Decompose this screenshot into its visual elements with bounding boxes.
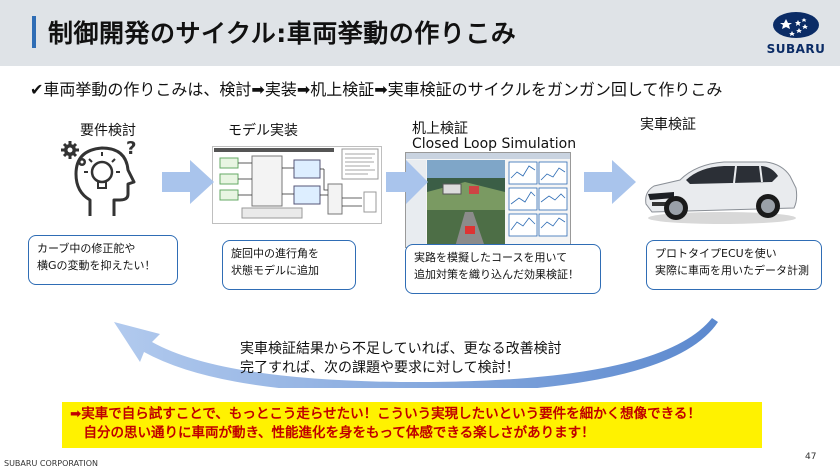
callout-simulation: 実路を模擬したコースを用いて 追加対策を織り込んだ効果検証！ xyxy=(405,244,601,294)
flow-arrow-2 xyxy=(386,160,428,204)
callout-line: 追加対策を織り込んだ効果検証！ xyxy=(414,268,579,281)
return-line: 完了すれば、次の課題や要求に対して検討！ xyxy=(240,360,520,376)
banner-line: 自分の思い通りに車両が動き、性能進化を身をもって体感できる楽しさがあります！ xyxy=(70,425,595,441)
callout-model: 旋回中の進行角を 状態モデルに追加 xyxy=(222,240,356,290)
logo-text: SUBARU xyxy=(766,42,826,56)
subaru-stars-icon xyxy=(773,12,819,38)
callout-line: プロトタイプECUを使い xyxy=(655,247,777,260)
stage-label-model: モデル実装 xyxy=(228,123,298,139)
subaru-logo: SUBARU xyxy=(758,10,834,60)
page-number: 47 xyxy=(805,452,817,462)
title-accent-bar xyxy=(32,16,36,48)
callout-requirements: カーブ中の修正舵や 横Gの変動を抑えたい！ xyxy=(28,235,178,285)
stage-label-requirements: 要件検討 xyxy=(80,123,136,139)
callout-line: 旋回中の進行角を xyxy=(231,247,319,260)
title-bar: 制御開発のサイクル:車両挙動の作りこみ SUBARU xyxy=(0,0,840,66)
callout-vehicle: プロトタイプECUを使い 実際に車両を用いたデータ計測 xyxy=(646,240,822,290)
svg-text:?: ? xyxy=(126,138,136,159)
page-title: 制御開発のサイクル:車両挙動の作りこみ xyxy=(48,19,517,48)
simulation-screenshot-image xyxy=(405,152,571,248)
callout-line: 実際に車両を用いたデータ計測 xyxy=(655,264,809,277)
head-lightbulb-gears-icon: ? xyxy=(60,138,148,220)
station-wagon-car-photo xyxy=(640,152,800,226)
callout-line: 状態モデルに追加 xyxy=(231,264,319,277)
callout-line: カーブ中の修正舵や xyxy=(37,242,136,255)
subheading: ✔車両挙動の作りこみは、検討➡実装➡机上検証➡実車検証のサイクルをガンガン回して… xyxy=(30,80,723,99)
callout-line: 実路を模擬したコースを用いて xyxy=(414,251,568,264)
highlight-banner: ➡実車で自ら試すことで、もっとこう走らせたい！こういう実現したいという要件を細か… xyxy=(62,402,762,448)
callout-line: 横Gの変動を抑えたい！ xyxy=(37,259,156,272)
flow-arrow-1 xyxy=(162,160,214,204)
footer-company: SUBARU CORPORATION xyxy=(4,459,99,468)
model-block-diagram-image xyxy=(212,146,382,224)
stage-label-desk-verification: 机上検証 xyxy=(412,121,468,137)
return-description: 実車検証結果から不足していれば、更なる改善検討 完了すれば、次の課題や要求に対し… xyxy=(240,340,562,378)
stage-label-closed-loop: Closed Loop Simulation xyxy=(412,136,577,152)
banner-line: ➡実車で自ら試すことで、もっとこう走らせたい！こういう実現したいという要件を細か… xyxy=(70,406,701,422)
flow-arrow-3 xyxy=(584,160,636,204)
return-line: 実車検証結果から不足していれば、更なる改善検討 xyxy=(240,341,562,357)
stage-label-vehicle-verification: 実車検証 xyxy=(640,117,696,133)
